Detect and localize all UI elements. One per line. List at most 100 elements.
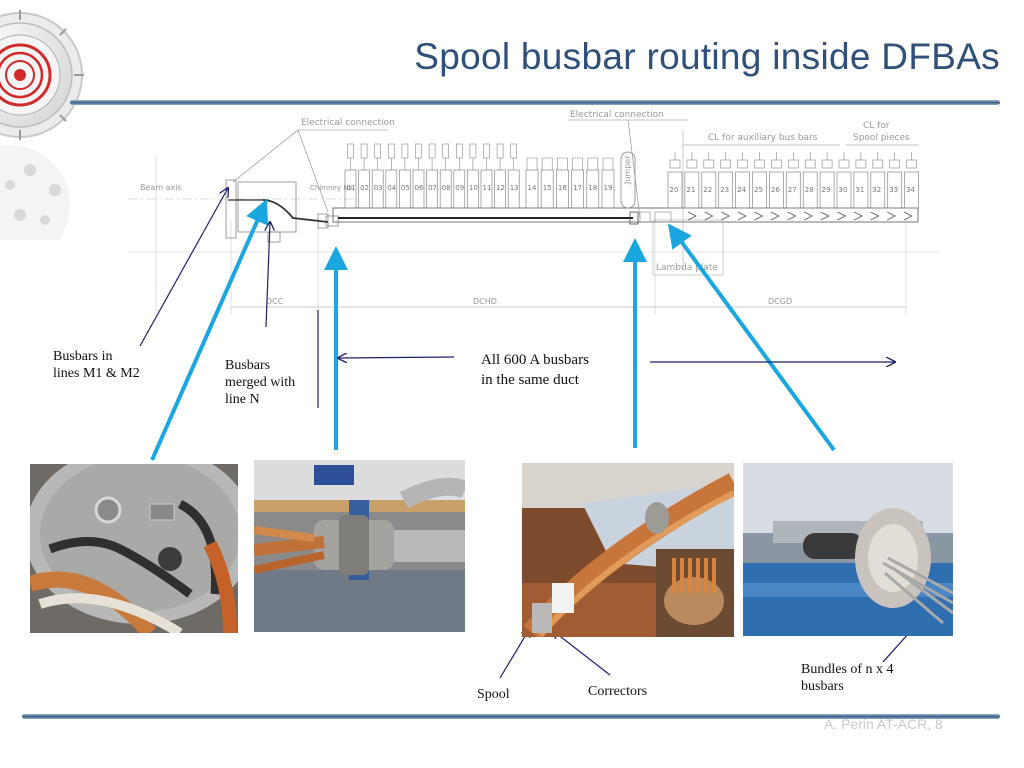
- chimney-number: 02: [360, 184, 369, 192]
- chimney-27: 27: [785, 152, 801, 209]
- chimney-number: 33: [889, 186, 898, 194]
- chimney-12: 12: [494, 143, 506, 209]
- chimney-02: 02: [358, 143, 370, 209]
- electrical-connection-left: Electrical connection: [301, 118, 395, 128]
- chimney-33: 33: [887, 152, 903, 209]
- chimney-19: 19: [601, 157, 615, 209]
- chimney-number: 29: [822, 186, 831, 194]
- chimney-30: 30: [836, 152, 852, 209]
- label-all600-line1: All 600 A busbars: [481, 352, 589, 368]
- footer-author-page: A. Perin AT-ACR, 8: [824, 716, 943, 732]
- chimney-28: 28: [802, 152, 818, 209]
- chimney-number: 20: [670, 186, 679, 194]
- dchd-label: DCHD: [473, 297, 497, 306]
- label-busbars-merged-line1: Busbars: [225, 358, 271, 373]
- chimney-number: 09: [455, 184, 464, 192]
- chimney-14: 14: [525, 157, 539, 209]
- chimney-number: 07: [428, 184, 437, 192]
- chimney-32: 32: [870, 152, 886, 209]
- chimney-number: 31: [855, 186, 864, 194]
- label-spool: Spool: [477, 687, 510, 702]
- accelerator-logo: [0, 0, 90, 265]
- label-bundles-line2: busbars: [801, 679, 844, 694]
- chimney-number: 26: [771, 186, 780, 194]
- label-busbars-m1m2-line1: Busbars in: [53, 349, 113, 364]
- chimney-number: 04: [387, 184, 396, 192]
- jumper-label: Jumper: [623, 155, 632, 185]
- slide-title: Spool busbar routing inside DFBAs: [414, 36, 1000, 77]
- chimney-20: 20: [667, 152, 683, 209]
- chimney-number: 08: [442, 184, 451, 192]
- label-busbars-m1m2: Busbars in lines M1 & M2: [53, 348, 140, 382]
- chimney-number: 28: [805, 186, 814, 194]
- cyan-arrow-m1m2: [150, 199, 269, 461]
- chimney-number: 15: [543, 184, 552, 192]
- label-busbars-merged: Busbars merged with line N: [225, 357, 295, 408]
- navy-arrow-merged: [266, 222, 270, 328]
- chimney-07: 07: [426, 143, 438, 209]
- cl-aux-label: CL for auxiliary bus bars: [708, 133, 818, 143]
- chimney-number: 10: [469, 184, 478, 192]
- chimney-number: 23: [720, 186, 729, 194]
- navy-arrow-all600-left: [338, 357, 455, 358]
- chimney-number: 22: [703, 186, 712, 194]
- chimney-16: 16: [556, 157, 569, 209]
- chimney-number: 32: [872, 186, 881, 194]
- chimney-number: 16: [558, 184, 567, 192]
- chimney-17: 17: [571, 157, 584, 209]
- footer-rule: [22, 714, 1000, 719]
- chimney-29: 29: [819, 152, 835, 209]
- chimney-23: 23: [718, 152, 734, 209]
- photo-duct-assembly: [254, 460, 465, 632]
- chimney-18: 18: [586, 157, 600, 209]
- cl-spool-label-2: Spool pieces: [853, 133, 910, 143]
- chimney-number: 30: [839, 186, 848, 194]
- chimney-11: 11: [480, 143, 493, 209]
- chimney-08: 08: [439, 143, 452, 209]
- label-busbars-m1m2-line2: lines M1 & M2: [53, 366, 140, 381]
- chimney-13: 13: [507, 143, 520, 209]
- chimney-number: 01: [347, 184, 356, 192]
- dcc-label: DCC: [266, 297, 284, 306]
- dfba-cross-section-drawing: DCC DCHD DCGD Electrical connection Beam…: [128, 100, 938, 315]
- chimney-number: 19: [604, 184, 613, 192]
- chimney-number: 14: [528, 184, 537, 192]
- chimney-number: 34: [906, 186, 915, 194]
- chimney-number: 24: [737, 186, 746, 194]
- label-bundles: Bundles of n x 4 busbars: [801, 661, 894, 695]
- chimney-15: 15: [540, 157, 554, 209]
- photo-busbar-connector-flange: [30, 464, 238, 633]
- chimney-01: 01: [344, 143, 357, 209]
- chimney-34: 34: [904, 152, 919, 209]
- chimney-number: 05: [401, 184, 410, 192]
- cl-spool-label-1: CL for: [863, 121, 890, 131]
- label-correctors: Correctors: [588, 684, 648, 699]
- chimney-number: 17: [573, 184, 582, 192]
- label-all600-line2: in the same duct: [481, 372, 579, 388]
- chimney-number: 25: [754, 186, 763, 194]
- chimney-24: 24: [735, 152, 750, 209]
- lambda-plate-label: Lambda plate: [656, 263, 718, 273]
- chimney-03: 03: [371, 143, 384, 209]
- chimney-06: 06: [412, 143, 425, 209]
- cyan-arrow-spool: [667, 223, 836, 452]
- chimney-10: 10: [467, 143, 479, 209]
- chimney-number: 11: [483, 184, 492, 192]
- chimney-26: 26: [769, 152, 784, 209]
- electrical-connection-right: Electrical connection: [570, 110, 664, 120]
- label-all600: All 600 A busbars in the same duct: [481, 350, 589, 390]
- chimney-no-label: Chimney No: [310, 184, 353, 192]
- label-busbars-merged-line3: line N: [225, 392, 260, 407]
- chimney-number: 27: [788, 186, 797, 194]
- chimney-number: 18: [588, 184, 597, 192]
- chimney-number: 03: [374, 184, 383, 192]
- beam-axis-label: Beam axis: [140, 183, 182, 192]
- chimney-number: 21: [686, 186, 695, 194]
- chimney-number: 12: [496, 184, 505, 192]
- label-busbars-merged-line2: merged with: [225, 375, 296, 390]
- navy-arrow-correctors: [552, 630, 611, 676]
- photo-flange-bundles: [743, 463, 953, 636]
- navy-arrow-m1m2: [139, 188, 228, 347]
- chimney-09: 09: [453, 143, 466, 209]
- photo-busbar-bundle-table: [522, 463, 734, 637]
